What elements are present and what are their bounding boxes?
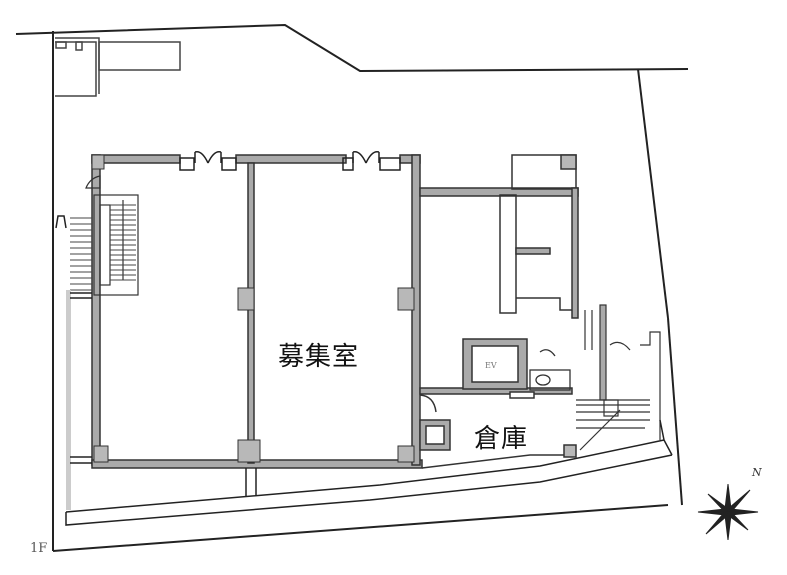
room-label-recruit: 募集室 (278, 342, 360, 372)
annex-structure (55, 37, 181, 97)
main-walls (91, 154, 423, 469)
north-label: N (752, 466, 762, 479)
southeast-stairs (576, 304, 661, 451)
south-edge (65, 292, 673, 526)
site-boundary (15, 23, 689, 552)
stair-treads-left (110, 204, 136, 281)
side-walkway (66, 290, 71, 510)
room-label-storage: 倉庫 (474, 424, 529, 454)
toilet (529, 349, 571, 391)
elevator-label: EV (485, 361, 497, 370)
entrance-doors (179, 150, 401, 171)
east-block (419, 154, 579, 395)
exterior-stairs-left (55, 215, 92, 291)
floor-label: 1F (30, 541, 48, 556)
columns (91, 154, 415, 463)
storage-walls (419, 391, 577, 469)
compass-rose-icon (697, 483, 759, 541)
elevator-shaft (462, 338, 528, 390)
